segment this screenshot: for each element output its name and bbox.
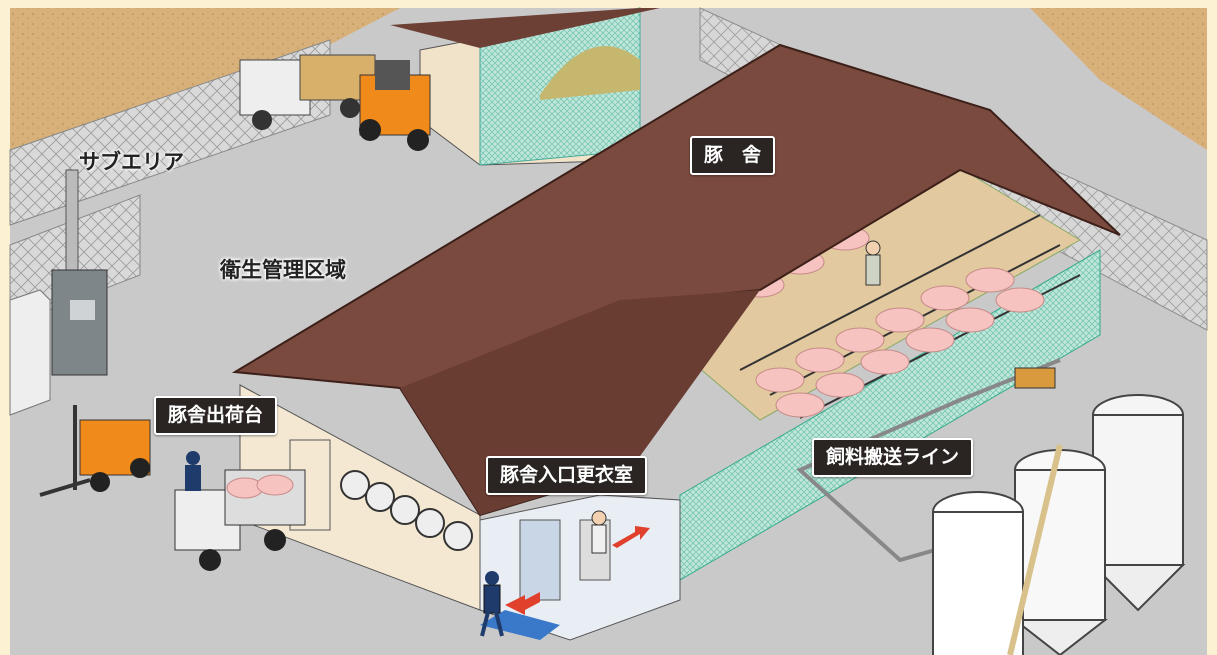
- worker-dock: [185, 451, 201, 491]
- feed-hopper: [1014, 367, 1056, 389]
- outer-dirt-left: [10, 8, 400, 150]
- label-pig-house: 豚 舎: [690, 136, 776, 175]
- outer-dirt-right: [1030, 8, 1207, 150]
- silo-auger: [1007, 444, 1063, 655]
- worker-changing: [591, 510, 607, 554]
- ventilation-fans: [340, 470, 473, 551]
- feed-pile: [540, 46, 640, 100]
- label-sub-area: サブエリア: [79, 150, 184, 174]
- label-changing-room: 豚舎入口更衣室: [486, 456, 648, 495]
- label-feed-line: 飼料搬送ライン: [812, 438, 974, 477]
- label-shipping-dock: 豚舎出荷台: [154, 396, 278, 435]
- storage-shed: [9, 289, 51, 416]
- incinerator: [51, 269, 108, 376]
- feed-silos: [932, 394, 1186, 655]
- feed-building-roof: [390, 8, 660, 48]
- forklift: [39, 405, 151, 497]
- worker-in-house: [865, 240, 881, 286]
- pig-truck: [174, 469, 306, 571]
- worker-entrance: [480, 571, 504, 637]
- entry-arrow-right: [612, 526, 650, 548]
- label-hygiene-zone: 衛生管理区域: [220, 258, 346, 282]
- entry-arrow-left: [505, 592, 540, 615]
- wheel-loader: [359, 60, 431, 151]
